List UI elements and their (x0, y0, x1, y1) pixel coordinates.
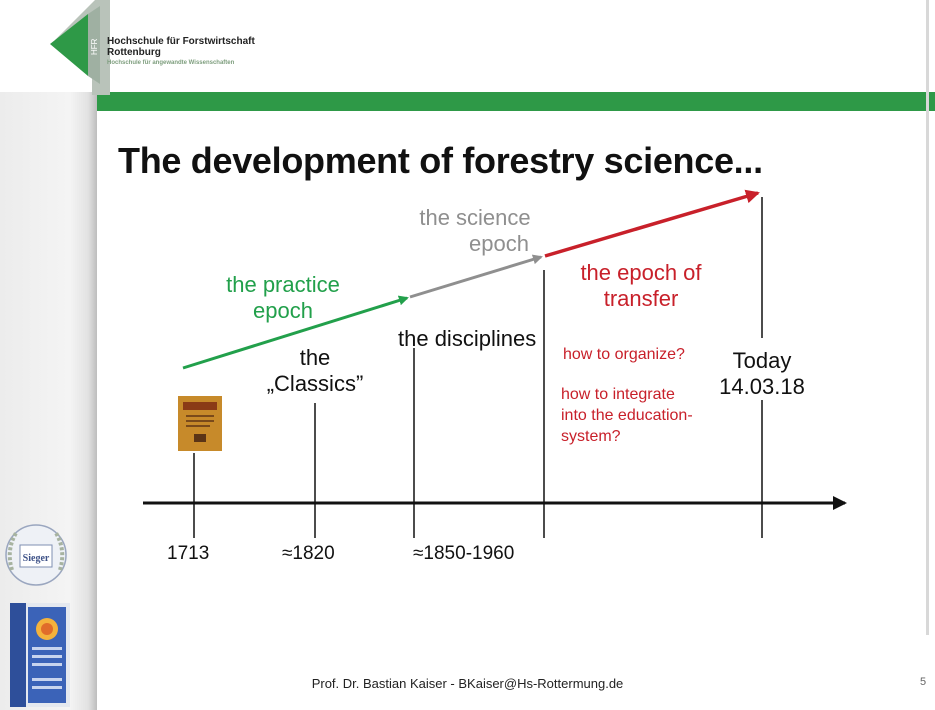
practice-epoch-arrow (182, 295, 409, 370)
transfer-epoch-line-1: the epoch of (580, 260, 702, 285)
classics-line-2: „Classics” (266, 371, 364, 396)
today-line-2: 14.03.18 (719, 374, 805, 399)
question-integrate-line-1: how to integrate (561, 386, 675, 403)
institution-line-2: Rottenburg (107, 47, 161, 58)
right-edge-line (926, 0, 929, 635)
transfer-epoch-line-2: transfer (603, 286, 679, 311)
question-integrate: how to integrate into the education- sys… (561, 384, 693, 447)
award-badge: Sieger (5, 524, 67, 586)
question-integrate-line-2: into the education- (561, 407, 693, 424)
question-integrate-line-3: system? (561, 428, 621, 445)
classics-label: the „Classics” (255, 345, 375, 397)
page-number: 5 (920, 676, 927, 688)
award-word: Sieger (23, 553, 50, 564)
year-1850-1960: ≈1850-1960 (413, 543, 515, 564)
today-line-1: Today (732, 348, 792, 373)
today-label: Today 14.03.18 (702, 348, 822, 400)
slide-title: The development of forestry science... (118, 140, 763, 181)
practice-epoch-line-1: the practice (226, 272, 340, 297)
science-epoch-arrow (409, 254, 543, 299)
sustainability-certificate (10, 603, 70, 707)
transfer-epoch-arrow (544, 189, 760, 258)
old-book-image (178, 396, 222, 451)
institution-subtitle: Hochschule für angewandte Wissenschaften (107, 60, 235, 66)
university-logo: HFR (50, 0, 110, 95)
practice-epoch-line-2: epoch (253, 298, 313, 323)
science-epoch-label: the science epoch (405, 205, 545, 257)
question-organize: how to organize? (563, 346, 685, 363)
year-1820: ≈1820 (282, 543, 335, 564)
science-epoch-line-1: the science (419, 205, 531, 230)
year-1713: 1713 (167, 543, 210, 564)
institution-line-1: Hochschule für Forstwirtschaft (107, 36, 255, 47)
classics-line-1: the (299, 345, 331, 370)
footer-author: Prof. Dr. Bastian Kaiser - BKaiser@Hs-Ro… (311, 676, 624, 691)
transfer-epoch-label: the epoch of transfer (566, 260, 716, 312)
logo-mark-text: HFR (90, 38, 99, 55)
header-green-bar (97, 92, 935, 111)
institution-name: Hochschule für Forstwirtschaft Rottenbur… (107, 36, 255, 68)
science-epoch-line-2: epoch (469, 231, 529, 256)
disciplines-label: the disciplines (398, 326, 537, 351)
practice-epoch-label: the practice epoch (213, 272, 353, 324)
